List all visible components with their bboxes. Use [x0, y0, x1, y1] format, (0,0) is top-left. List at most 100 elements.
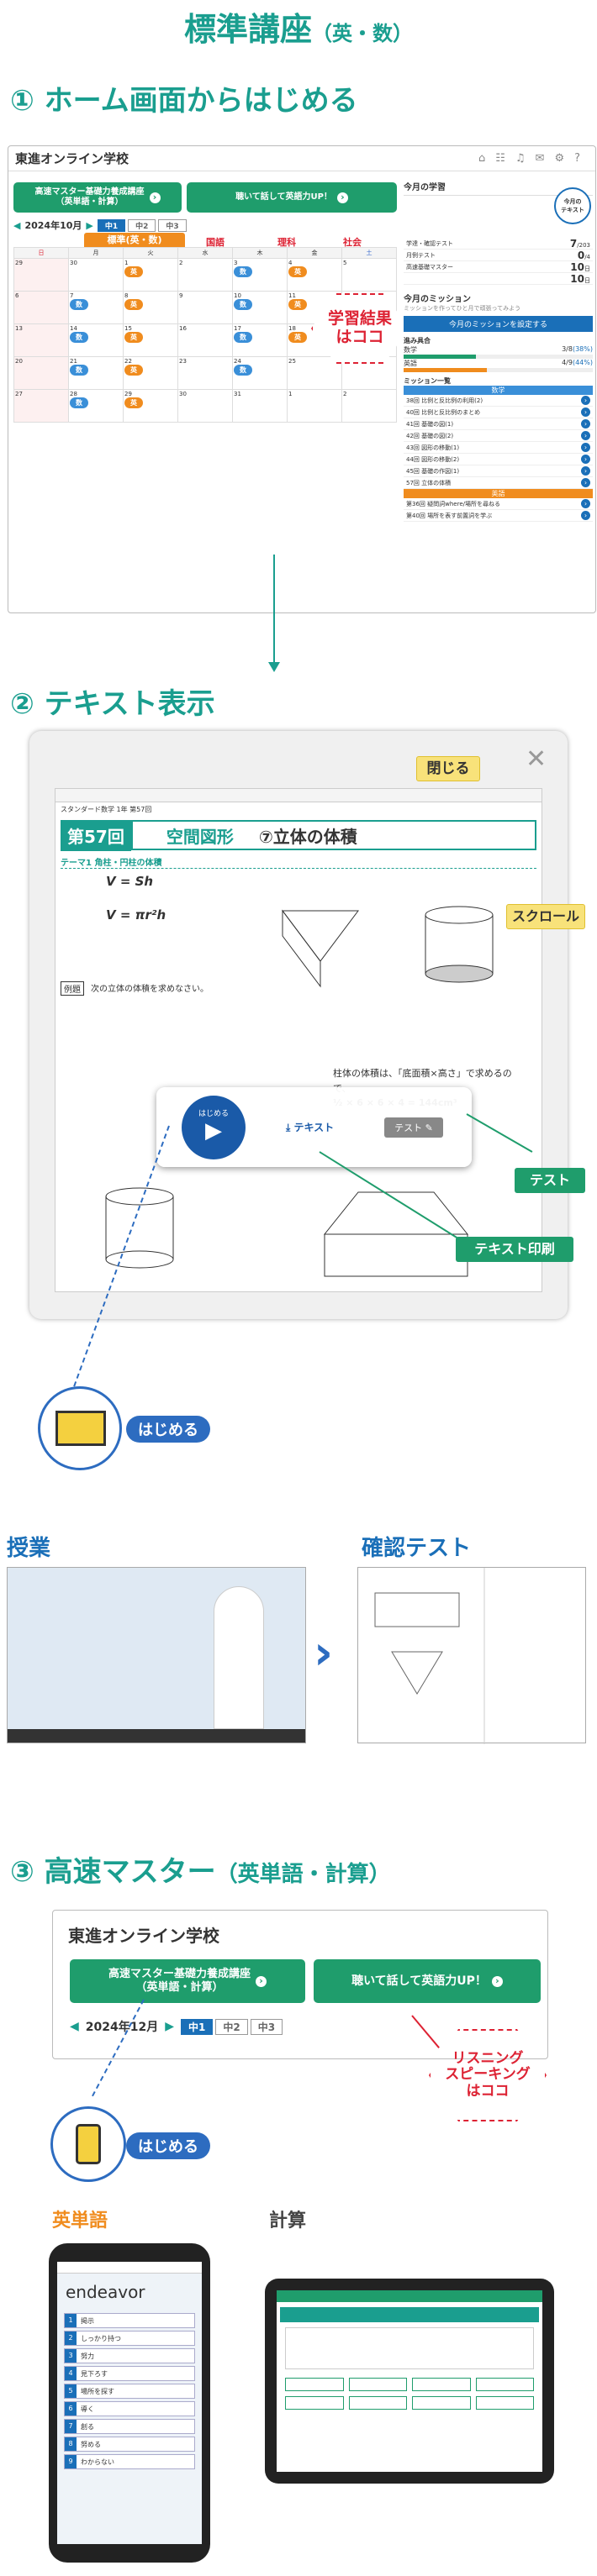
math-badge[interactable]: 数 [70, 332, 88, 343]
calendar-day[interactable]: 6 [13, 291, 69, 324]
mission-item[interactable]: 44回 図形の移動(2)› [404, 454, 593, 465]
calendar-day[interactable]: 29 [13, 258, 69, 292]
text-download-button[interactable]: ⤓ テキスト [286, 1120, 334, 1134]
month-text-badge[interactable]: 今月の テキスト [554, 187, 591, 224]
mission-item[interactable]: 第36回 疑問詞where/場所を尋ねる› [404, 498, 593, 510]
calendar-day[interactable]: 2 [177, 258, 233, 292]
play-button[interactable]: はじめる ▶ [182, 1095, 246, 1159]
test-button[interactable]: テスト ✎ [384, 1117, 443, 1138]
calendar-day[interactable]: 9 [177, 291, 233, 324]
english-badge[interactable]: 英 [288, 299, 307, 310]
tab-grade2[interactable]: 中2 [128, 218, 156, 232]
calendar-day[interactable]: 5 [341, 258, 397, 292]
mission-item[interactable]: 45回 基礎の作図(1)› [404, 465, 593, 477]
master-button[interactable]: 高速マスター基礎力養成講座 （英単語・計算） [13, 182, 182, 213]
subject-rika[interactable]: 理科 [277, 237, 296, 248]
tab-grade1[interactable]: 中1 [97, 218, 126, 232]
video-controls[interactable] [8, 1729, 305, 1743]
prev-month-icon[interactable]: ◀ [70, 2020, 79, 2033]
answer-choice[interactable] [475, 2378, 534, 2391]
calendar-day[interactable]: 2 [341, 389, 397, 423]
answer-choice[interactable] [412, 2396, 471, 2410]
english-badge[interactable]: 英 [124, 332, 143, 343]
math-badge[interactable]: 数 [70, 397, 88, 408]
prev-month-icon[interactable]: ◀ [13, 219, 21, 231]
english-badge[interactable]: 英 [124, 266, 143, 277]
mission-item[interactable]: 42回 基礎の図(2)› [404, 430, 593, 442]
calendar-day[interactable]: 31 [232, 389, 288, 423]
cal-tab-standard[interactable]: 標準(英・数) [84, 233, 185, 247]
english-badge[interactable]: 英 [288, 332, 307, 343]
english-badge[interactable]: 英 [124, 397, 143, 408]
answer-choice[interactable] [348, 2396, 407, 2410]
mission-item[interactable]: 40回 比例と反比例のまとめ› [404, 407, 593, 418]
document-page[interactable]: スタンダード数学 1年 第57回 第57回 空間図形 ⑦立体の体積 テーマ1 角… [55, 788, 542, 1292]
calendar-day[interactable]: 23 [177, 356, 233, 390]
subject-kokugo[interactable]: 国語 [206, 237, 225, 248]
set-mission-button[interactable]: 今月のミッションを設定する [404, 316, 593, 332]
tab-grade3[interactable]: 中3 [158, 218, 187, 232]
math-badge[interactable]: 数 [234, 299, 252, 310]
calendar-day[interactable]: 27 [13, 389, 69, 423]
mission-item[interactable]: 57回 立体の体積› [404, 477, 593, 489]
next-month-icon[interactable]: ▶ [165, 2020, 175, 2033]
close-icon[interactable]: ✕ [526, 744, 547, 774]
calendar-day[interactable]: 20 [13, 356, 69, 390]
answer-choice[interactable] [348, 2378, 407, 2391]
math-badge[interactable]: 数 [234, 332, 252, 343]
english-badge[interactable]: 英 [124, 299, 143, 310]
tab-grade1[interactable]: 中1 [181, 2018, 214, 2035]
close-label[interactable]: 閉じる [416, 756, 480, 781]
mission-item[interactable]: 第40回 場所を表す前置詞を学ぶ› [404, 510, 593, 522]
calendar-day[interactable]: 30 [68, 258, 124, 292]
mission-item[interactable]: 41回 基礎の図(1)› [404, 418, 593, 430]
math-badge[interactable]: 数 [70, 365, 88, 376]
english-badge[interactable]: 英 [124, 365, 143, 376]
start-badge-2[interactable]: はじめる [126, 2132, 210, 2159]
math-badge[interactable]: 数 [234, 266, 252, 277]
listen-button[interactable]: 聴いて話して英語力UP！ [187, 182, 397, 213]
tablet-screen[interactable] [277, 2290, 542, 2472]
math-badge[interactable]: 数 [70, 299, 88, 310]
english-badge[interactable]: 英 [288, 266, 307, 277]
calendar-day[interactable]: 1 [287, 389, 342, 423]
header-icons[interactable]: ⌂☷♫✉⚙? [478, 152, 590, 165]
master-button-small[interactable]: 高速マスター基礎力養成講座 （英単語・計算） [70, 1959, 305, 2003]
mission-item[interactable]: 43回 図形の移動(1)› [404, 442, 593, 454]
calendar-day[interactable]: 25 [287, 356, 342, 390]
start-badge[interactable]: はじめる [126, 1416, 210, 1443]
confirm-test-preview[interactable] [357, 1567, 586, 1744]
mission-item[interactable]: 38回 比例と反比例の利用(2)› [404, 395, 593, 407]
calendar-day[interactable]: 30 [177, 389, 233, 423]
lesson-video[interactable] [7, 1567, 306, 1743]
math-badge[interactable]: 数 [234, 365, 252, 376]
calendar-day[interactable]: 16 [177, 323, 233, 357]
answer-choice[interactable] [285, 2396, 344, 2410]
tab-grade2[interactable]: 中2 [215, 2018, 248, 2035]
answer-choice[interactable] [285, 2378, 344, 2391]
listen-button-small[interactable]: 聴いて話して英語力UP！ [314, 1959, 541, 2003]
calendar-day[interactable]: 13 [13, 323, 69, 357]
